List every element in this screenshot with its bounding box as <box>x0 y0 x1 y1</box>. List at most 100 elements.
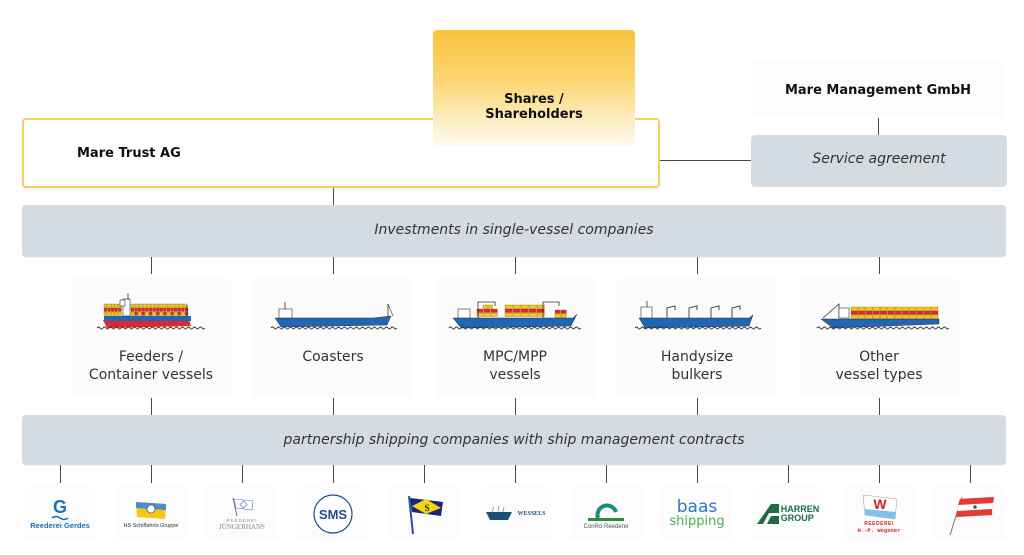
logo-text: ConRo Reederei <box>583 523 629 530</box>
connector-trust-investments <box>333 188 334 205</box>
container-ship-icon <box>71 290 231 336</box>
logo-group: WESSELS <box>484 505 546 522</box>
investments-bar <box>22 205 1006 257</box>
connector-line <box>879 257 880 274</box>
logo-graphic-icon <box>232 497 254 517</box>
partner-logo-hs-schiffahrts-gruppe: HS Schiffahrts Gruppe <box>115 486 187 541</box>
logo-text: Reederei Gerdes <box>30 521 90 530</box>
vessel-type-card: Coasters <box>253 278 413 398</box>
logo-text: JÜNGERHANS <box>219 523 265 531</box>
vessel-type-label: Feeders / Container vessels <box>71 348 231 384</box>
vessel-type-card: Other vessel types <box>799 278 959 398</box>
service-agreement-label: Service agreement <box>812 151 946 167</box>
vessel-type-card: Feeders / Container vessels <box>71 278 231 398</box>
connector-line <box>970 465 971 483</box>
partner-logo-flag-red-white <box>934 486 1006 541</box>
connector-line <box>879 465 880 483</box>
partnership-bar <box>22 415 1006 465</box>
mare-trust-label: Mare Trust AG <box>77 146 181 161</box>
logo-text: HARREN <box>780 503 820 514</box>
connector-mgmt-service <box>878 118 879 135</box>
partner-logo-sms: SMS <box>297 486 369 541</box>
vessel-type-card: MPC/MPP vessels <box>435 278 595 398</box>
logo-graphic-icon <box>136 501 166 519</box>
connector-line <box>879 398 880 415</box>
logo-text: WESSELS <box>517 510 546 517</box>
logo-graphic-icon <box>949 496 995 535</box>
connector-line <box>242 465 243 483</box>
svg-text:W: W <box>873 496 887 512</box>
vessel-type-line2: Container vessels <box>88 367 214 383</box>
logo-graphic-icon: W <box>862 494 898 520</box>
vessel-type-label: Other vessel types <box>799 348 959 384</box>
logo-text: REEDEREI <box>864 521 894 527</box>
logo-text: REEDEREI <box>226 518 258 523</box>
logo-graphic-icon <box>486 505 513 520</box>
shares-line1: Shares / <box>504 92 564 107</box>
connector-line <box>697 257 698 274</box>
logo-graphic-icon <box>756 503 779 524</box>
shares-box <box>433 30 635 146</box>
logo-text: shipping <box>669 513 725 529</box>
svg-text:SMS: SMS <box>319 507 348 522</box>
mare-management-box <box>752 62 1004 118</box>
svg-text:G: G <box>53 497 67 517</box>
shares-label: Shares / Shareholders <box>433 92 635 122</box>
coaster-ship-icon <box>253 290 413 336</box>
vessel-type-label: MPC/MPP vessels <box>435 348 595 384</box>
vessel-type-line1: Feeders / <box>118 349 184 365</box>
connector-line <box>333 398 334 415</box>
logo-text: H.-P. Wegener <box>857 527 901 534</box>
partner-logo-conro-reederei: ConRo Reederei <box>570 486 642 541</box>
connector-line <box>333 257 334 274</box>
svg-text:S: S <box>424 503 429 513</box>
service-agreement-box <box>751 135 1007 187</box>
bulker-ship-icon <box>617 290 777 336</box>
partner-logo-flag-s: S <box>388 486 460 541</box>
vessel-type-label: Coasters <box>253 348 413 366</box>
connector-line <box>788 465 789 483</box>
vessel-type-line2: vessels <box>489 367 541 383</box>
logo-graphic-icon: G <box>51 497 69 521</box>
vessel-type-line2: vessel types <box>835 367 923 383</box>
connector-trust-service <box>660 160 751 161</box>
logo-text: HS Schiffahrts Gruppe <box>123 522 179 529</box>
vessel-type-line2: bulkers <box>671 367 723 383</box>
logo-graphic-icon <box>588 503 624 521</box>
connector-line <box>151 398 152 415</box>
vessel-type-card: Handysize bulkers <box>617 278 777 398</box>
vessel-type-line1: Coasters <box>302 349 364 365</box>
connector-line <box>333 465 334 483</box>
other-ship-icon <box>799 290 959 336</box>
shares-line2: Shareholders <box>485 107 583 122</box>
connector-line <box>60 465 61 483</box>
connector-line <box>515 257 516 274</box>
connector-line <box>697 465 698 483</box>
partnership-bar-label: partnership shipping companies with ship… <box>283 432 745 448</box>
connector-line <box>515 465 516 483</box>
partner-logo-wessels: WESSELS <box>479 486 551 541</box>
investments-bar-label: Investments in single-vessel companies <box>374 222 654 238</box>
logo-text: baas <box>676 496 718 517</box>
vessel-type-line1: Handysize <box>660 349 734 365</box>
connector-line <box>697 398 698 415</box>
connector-line <box>515 398 516 415</box>
vessel-type-label: Handysize bulkers <box>617 348 777 384</box>
logo-graphic-icon: SMS <box>313 493 353 534</box>
partner-logo-reederei-gerdes: G Reederei Gerdes <box>24 486 96 541</box>
vessel-type-line1: Other <box>859 349 899 365</box>
mare-management-label: Mare Management GmbH <box>784 83 972 98</box>
connector-line <box>424 465 425 483</box>
logo-graphic-icon: S <box>408 495 443 534</box>
connector-line <box>606 465 607 483</box>
connector-line <box>151 257 152 274</box>
mpp-ship-icon <box>435 290 595 336</box>
vessel-type-line1: MPC/MPP <box>483 349 547 365</box>
logo-text: GROUP <box>780 512 814 523</box>
